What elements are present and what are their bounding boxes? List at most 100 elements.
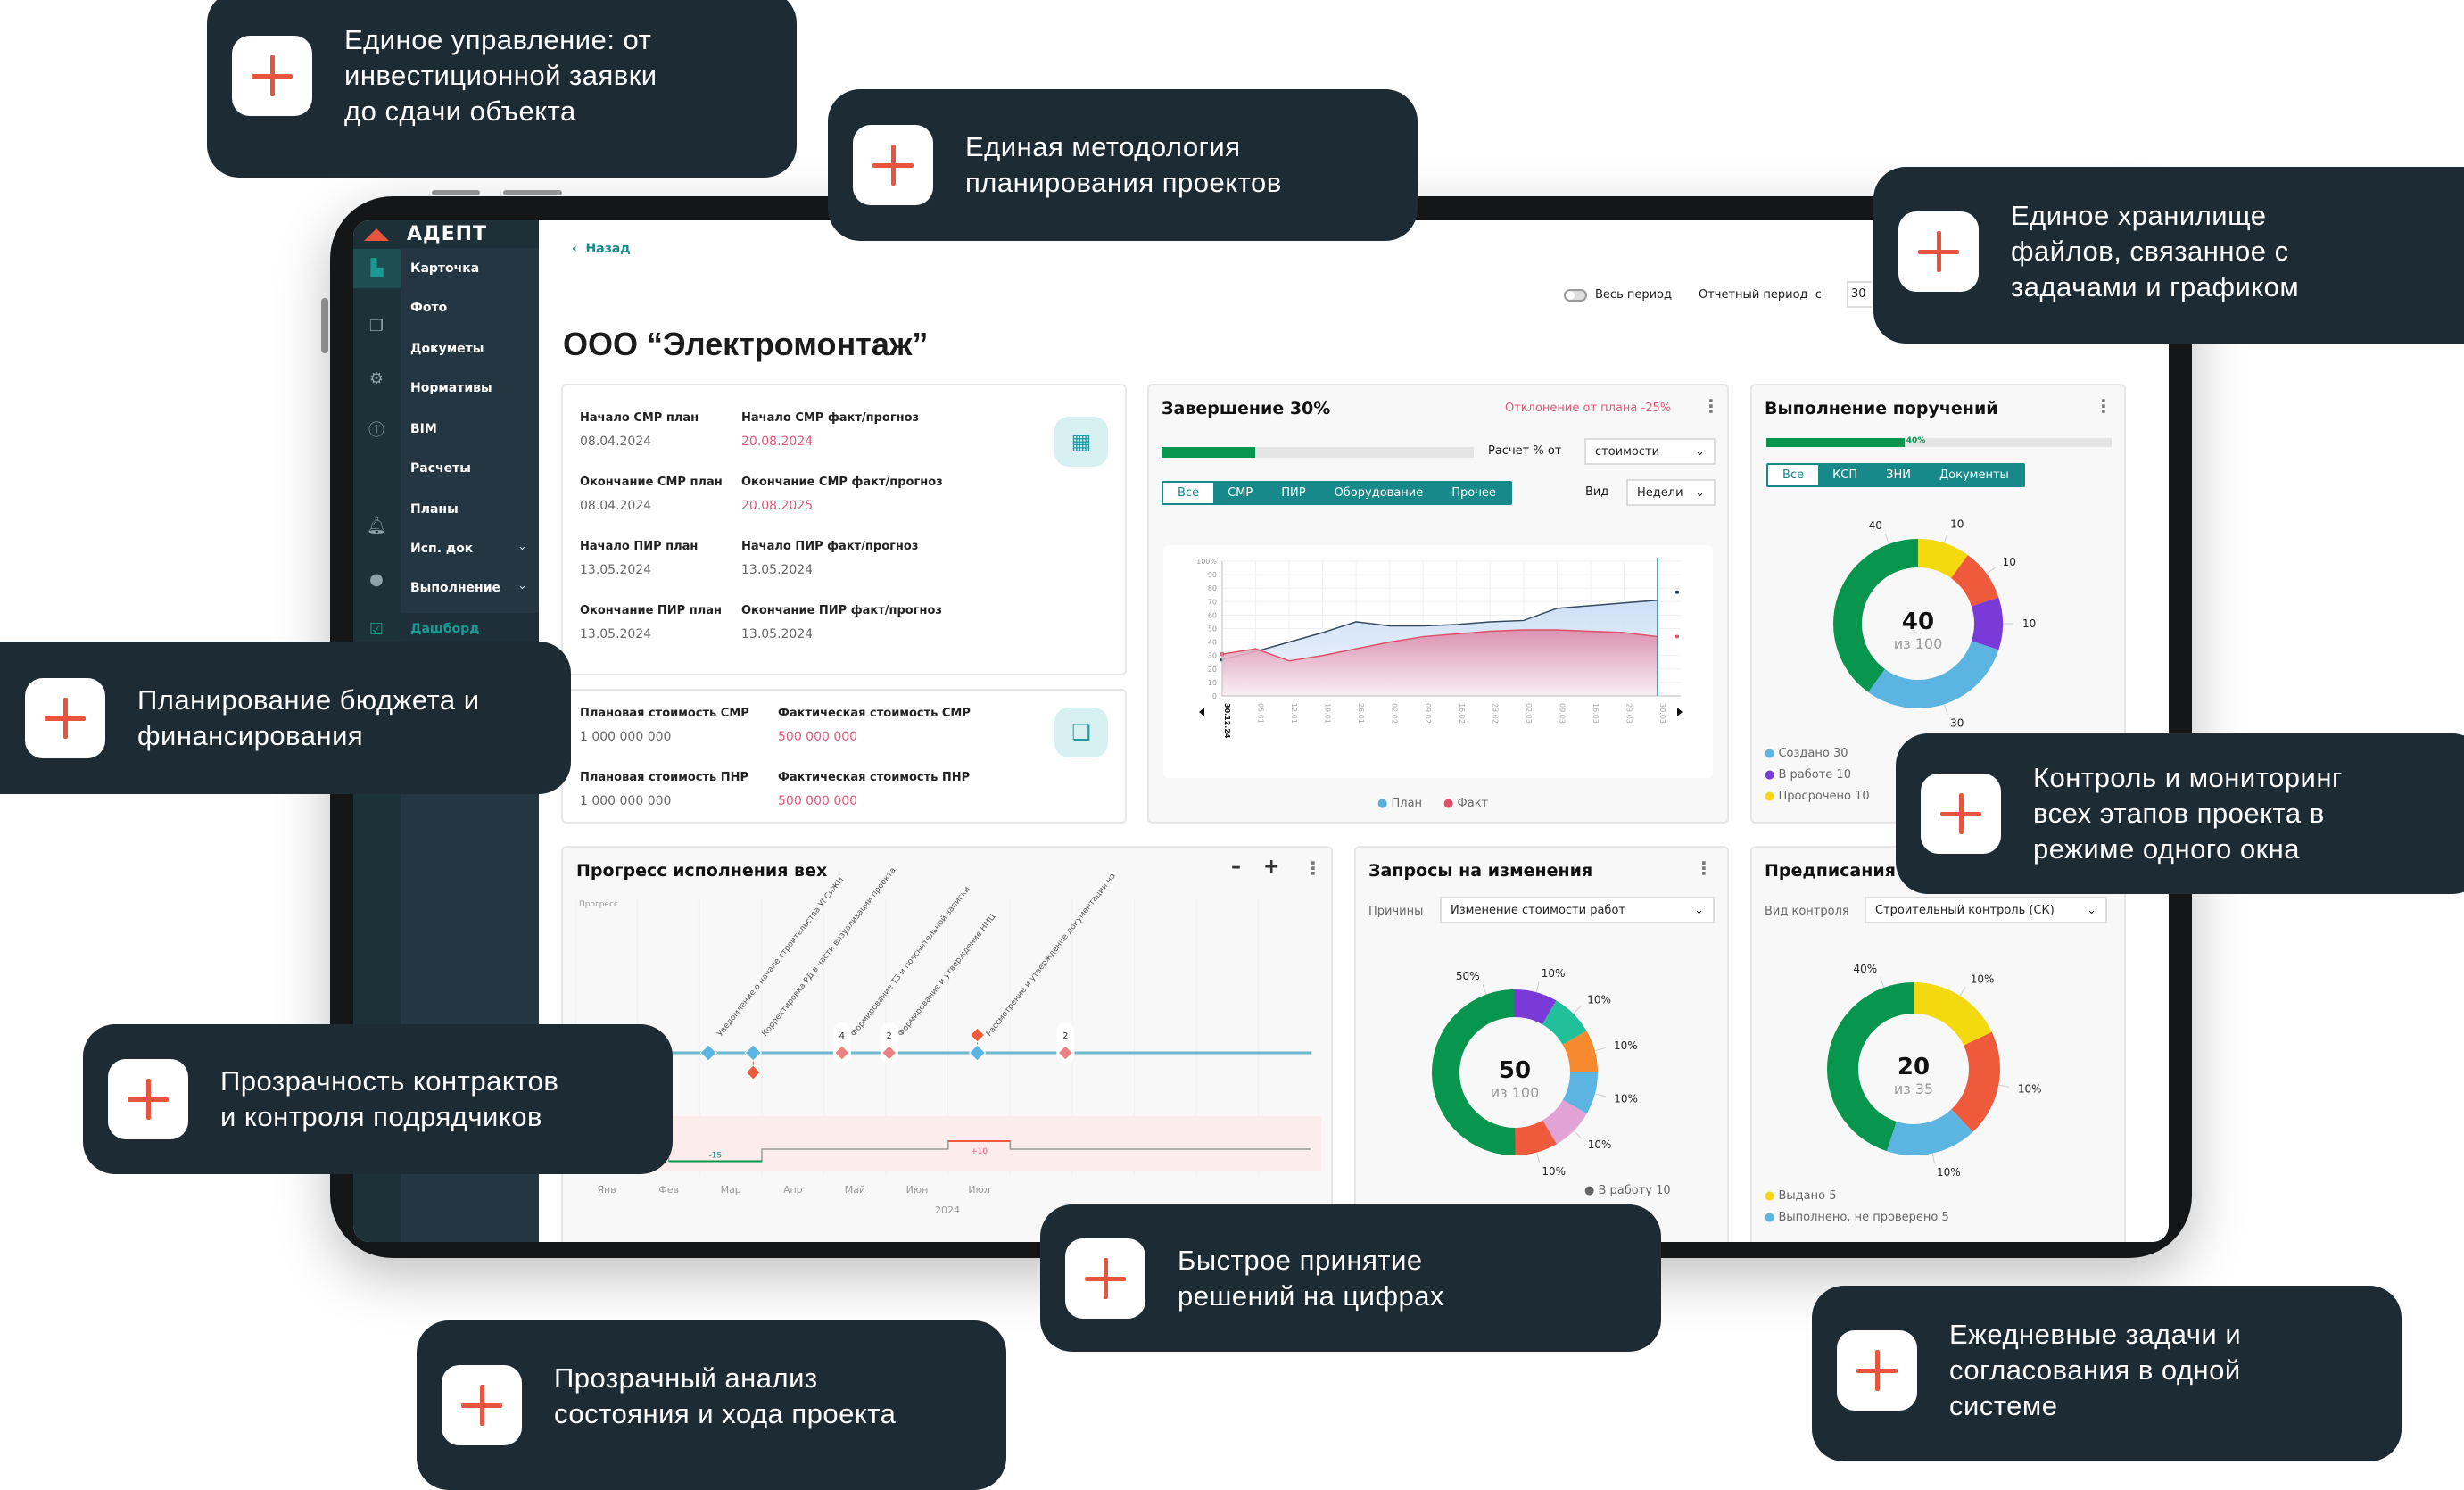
checklist-icon[interactable]: ☑ bbox=[368, 620, 384, 639]
milestone-count: 2 bbox=[886, 1031, 891, 1041]
sidebar-item-card[interactable]: Карточка bbox=[410, 261, 480, 276]
more-icon[interactable]: ⋮ bbox=[1702, 395, 1720, 417]
sidebar-item-bim[interactable]: BIM bbox=[410, 422, 437, 436]
slice-label: 10% bbox=[1588, 1138, 1612, 1151]
x-tick-label: 05.01 bbox=[1257, 703, 1265, 724]
report-from-input[interactable]: 30 bbox=[1847, 281, 1872, 308]
info-icon[interactable]: ⓘ bbox=[368, 421, 384, 440]
legend-label: Просрочено 10 bbox=[1778, 790, 1870, 803]
slice-label: 10 bbox=[2022, 617, 2036, 630]
more-icon[interactable]: ⋮ bbox=[1304, 857, 1322, 879]
tab-1[interactable]: СМР bbox=[1228, 486, 1253, 500]
callout-text: Единое управление: от инвестиционной зая… bbox=[344, 24, 657, 127]
back-label: Назад bbox=[585, 242, 631, 256]
donut-slice bbox=[1971, 597, 2003, 650]
donut-slice bbox=[1515, 989, 1557, 1025]
view-select[interactable]: Недели⌄ bbox=[1626, 479, 1716, 506]
slice-label: 10% bbox=[1542, 1165, 1566, 1178]
zoom-in-button[interactable]: + bbox=[1263, 856, 1280, 878]
slice-label: 50% bbox=[1456, 970, 1480, 982]
tab-0[interactable]: Все bbox=[1768, 465, 1819, 485]
feature-callout: Прозрачность контрактов и контроля подря… bbox=[83, 1024, 673, 1174]
more-icon[interactable]: ⋮ bbox=[1695, 857, 1713, 879]
slice-leader-line bbox=[1482, 984, 1487, 995]
slice-leader-line bbox=[1573, 1130, 1582, 1139]
sidebar-item-plans[interactable]: Планы bbox=[410, 502, 459, 517]
bell-icon[interactable]: 🔔︎ bbox=[367, 517, 387, 535]
copy-icon[interactable]: ❏ bbox=[1054, 708, 1108, 757]
back-link[interactable]: ‹ Назад bbox=[572, 242, 631, 256]
plan-date-label: Начало ПИР план bbox=[580, 540, 699, 553]
app-screen: АДЕПТ ▙ ❐ ⚙ ⓘ 🔔︎ ● ☑ Карточка Фото Докум… bbox=[353, 220, 2169, 1242]
tasks-progress bbox=[1766, 438, 2112, 447]
tab-1[interactable]: КСП bbox=[1832, 468, 1858, 482]
donut-slice bbox=[1914, 982, 1992, 1046]
tasks-progress-label: 40% bbox=[1906, 436, 1926, 445]
slice-leader-line bbox=[1931, 1153, 1936, 1164]
slice-leader-line bbox=[1986, 567, 1996, 575]
sidebar-item-norms[interactable]: Нормативы bbox=[410, 381, 492, 395]
completion-title: Завершение 30% bbox=[1162, 399, 1331, 418]
control-select[interactable]: Строительный контроль (СК)⌄ bbox=[1865, 897, 2107, 923]
donut-slice bbox=[1562, 1031, 1598, 1072]
slice-label: 10% bbox=[2018, 1082, 2042, 1095]
legend-label: Факт bbox=[1457, 797, 1489, 810]
x-tick-label: 26.01 bbox=[1357, 703, 1365, 724]
y-tick-label: 80 bbox=[1208, 584, 1217, 592]
tab-2[interactable]: ЗНИ bbox=[1886, 468, 1912, 482]
active-item-bg bbox=[401, 613, 539, 647]
calendar-icon[interactable]: ▦ bbox=[1054, 417, 1108, 467]
month-label: Мар bbox=[721, 1184, 741, 1196]
gear-icon[interactable]: ⚙ bbox=[368, 369, 384, 388]
user-icon[interactable]: ● bbox=[369, 570, 384, 589]
sidebar-item-execution[interactable]: Выполнение bbox=[410, 581, 501, 595]
milestone-diamond bbox=[745, 1064, 761, 1080]
orders-legend-item: ● Выдано 5 bbox=[1765, 1189, 1837, 1203]
sidebar-item-documents[interactable]: Докуметы bbox=[410, 342, 484, 356]
y-tick-label: 70 bbox=[1208, 598, 1217, 606]
donut-center-value: 20 bbox=[1898, 1054, 1930, 1080]
plan-cost-label: Плановая стоимость ПНР bbox=[580, 771, 749, 784]
more-icon[interactable]: ⋮ bbox=[2095, 395, 2113, 417]
donut-slice bbox=[1887, 1109, 1973, 1155]
documents-icon[interactable]: ❐ bbox=[368, 317, 384, 335]
tab-2[interactable]: ПИР bbox=[1281, 486, 1306, 500]
fact-cost-value: 500 000 000 bbox=[778, 794, 858, 808]
sidebar-item-exec-docs[interactable]: Исп. док bbox=[410, 542, 474, 556]
slice-leader-line bbox=[1943, 704, 1948, 715]
milestone-diamond bbox=[744, 1044, 762, 1062]
tab-4[interactable]: Прочее bbox=[1451, 486, 1496, 500]
calc-label: Расчет % от bbox=[1488, 444, 1562, 458]
logo-mark-icon bbox=[364, 228, 389, 241]
sidebar-item-dashboard[interactable]: Дашборд bbox=[410, 622, 480, 636]
calc-select[interactable]: стоимости⌄ bbox=[1584, 438, 1716, 465]
donut-center-subtitle: из 100 bbox=[1491, 1084, 1540, 1101]
tasks-legend-item: ● Создано 30 bbox=[1765, 747, 1848, 760]
chevron-down-icon: ⌄ bbox=[1695, 485, 1705, 500]
month-label: Июл bbox=[968, 1184, 990, 1196]
slice-leader-line bbox=[1998, 1084, 2010, 1088]
series-end-marker bbox=[1675, 634, 1679, 639]
month-label: Июн bbox=[906, 1184, 929, 1196]
chevron-down-icon[interactable]: ⌄ bbox=[517, 540, 527, 553]
donut-slice bbox=[1918, 539, 1968, 579]
legend-label: В работе 10 bbox=[1778, 768, 1851, 782]
tab-3[interactable]: Документы bbox=[1939, 468, 2009, 482]
plus-icon bbox=[25, 677, 105, 758]
sidebar-item-calculations[interactable]: Расчеты bbox=[410, 461, 471, 476]
view-label: Вид bbox=[1585, 485, 1609, 499]
chevron-down-icon[interactable]: ⌄ bbox=[517, 579, 527, 592]
zoom-out-button[interactable]: – bbox=[1231, 856, 1241, 878]
calc-value: стоимости bbox=[1595, 444, 1660, 459]
tab-3[interactable]: Оборудование bbox=[1334, 486, 1424, 500]
sidebar-item-photo[interactable]: Фото bbox=[410, 301, 448, 315]
whole-period-toggle[interactable] bbox=[1564, 289, 1587, 302]
milestone-diamond bbox=[881, 1045, 897, 1061]
reason-select[interactable]: Изменение стоимости работ⌄ bbox=[1440, 897, 1715, 923]
tab-0[interactable]: Все bbox=[1163, 483, 1214, 503]
buildings-icon[interactable]: ▙ bbox=[353, 249, 401, 288]
logo[interactable]: АДЕПТ bbox=[353, 220, 539, 248]
fact-date-label: Начало ПИР факт/прогноз bbox=[741, 540, 919, 553]
